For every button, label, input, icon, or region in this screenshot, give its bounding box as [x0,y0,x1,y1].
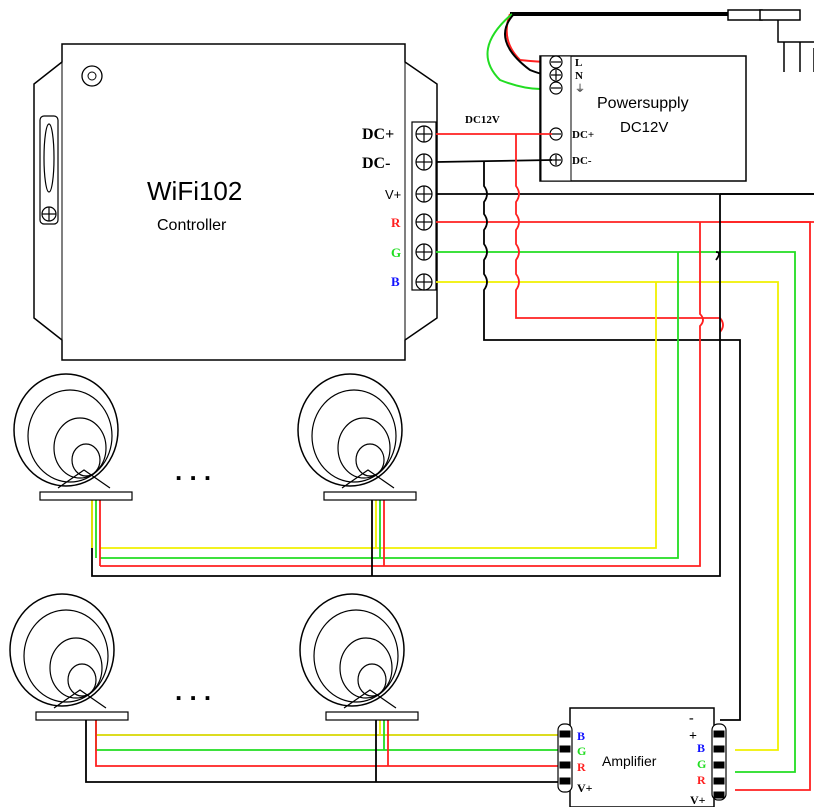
supply-branch-dcminus [483,162,741,721]
row1-lamp-feeds [91,500,385,576]
supply-wires [435,133,553,163]
ps-terminal-ground: ⏚ [575,83,585,95]
ctrl-terminal-r: R [391,215,401,230]
ps-terminal-dcminus: DC- [572,155,592,167]
ps-terminal-dcplus: DC+ [572,129,594,141]
amp-out-minus: - [689,711,694,726]
amp-in-g: G [577,744,586,758]
amp-out-vplus: V+ [690,793,706,807]
controller-subtitle: Controller [157,217,227,234]
ctrl-terminal-dcplus: DC+ [362,126,394,143]
ctrl-terminal-g: G [391,245,401,260]
mounting-slot-icon [39,115,59,225]
controller-name: WiFi102 [147,176,242,206]
controller: WiFi102 Controller DC+ DC- V+ R G B [33,43,438,361]
amplifier: Amplifier B G R V+ - + B G R V+ [557,707,727,807]
lamp-row1-right [297,373,417,501]
controller-terminal-screws [415,125,433,291]
amp-out-g: G [697,757,706,771]
ctrl-terminal-vplus: V+ [385,187,401,202]
controller-terminal-block [411,121,437,291]
lamp-row2-right [299,593,419,721]
amp-in-vplus: V+ [577,781,593,795]
ctrl-terminal-b: B [391,274,400,289]
ps-terminal-n: N [575,70,583,82]
amp-out-b: B [697,741,705,755]
ps-terminal-l: L [575,57,582,69]
lamp-row2-left [9,593,129,721]
plug-icon [727,9,814,72]
row2-lamp-buses [85,720,560,783]
ps-title: Powersupply [597,95,689,112]
amp-in-r: R [577,760,586,774]
amp-out-plus: + [689,729,697,744]
power-supply: L N ⏚ DC+ DC- Powersupply DC12V [539,55,747,182]
ctrl-terminal-dcminus: DC- [362,155,390,172]
amplifier-name: Amplifier [602,753,657,769]
supply-line-label: DC12V [465,114,500,126]
amp-in-b: B [577,729,585,743]
lamp-row2-ellipsis: . . . [175,676,211,706]
controller-output-wires [436,193,814,791]
ps-voltage: DC12V [620,119,668,136]
lamp-row1-left [13,373,133,501]
amp-out-r: R [697,773,706,787]
lamp-row1-ellipsis: . . . [175,456,211,486]
